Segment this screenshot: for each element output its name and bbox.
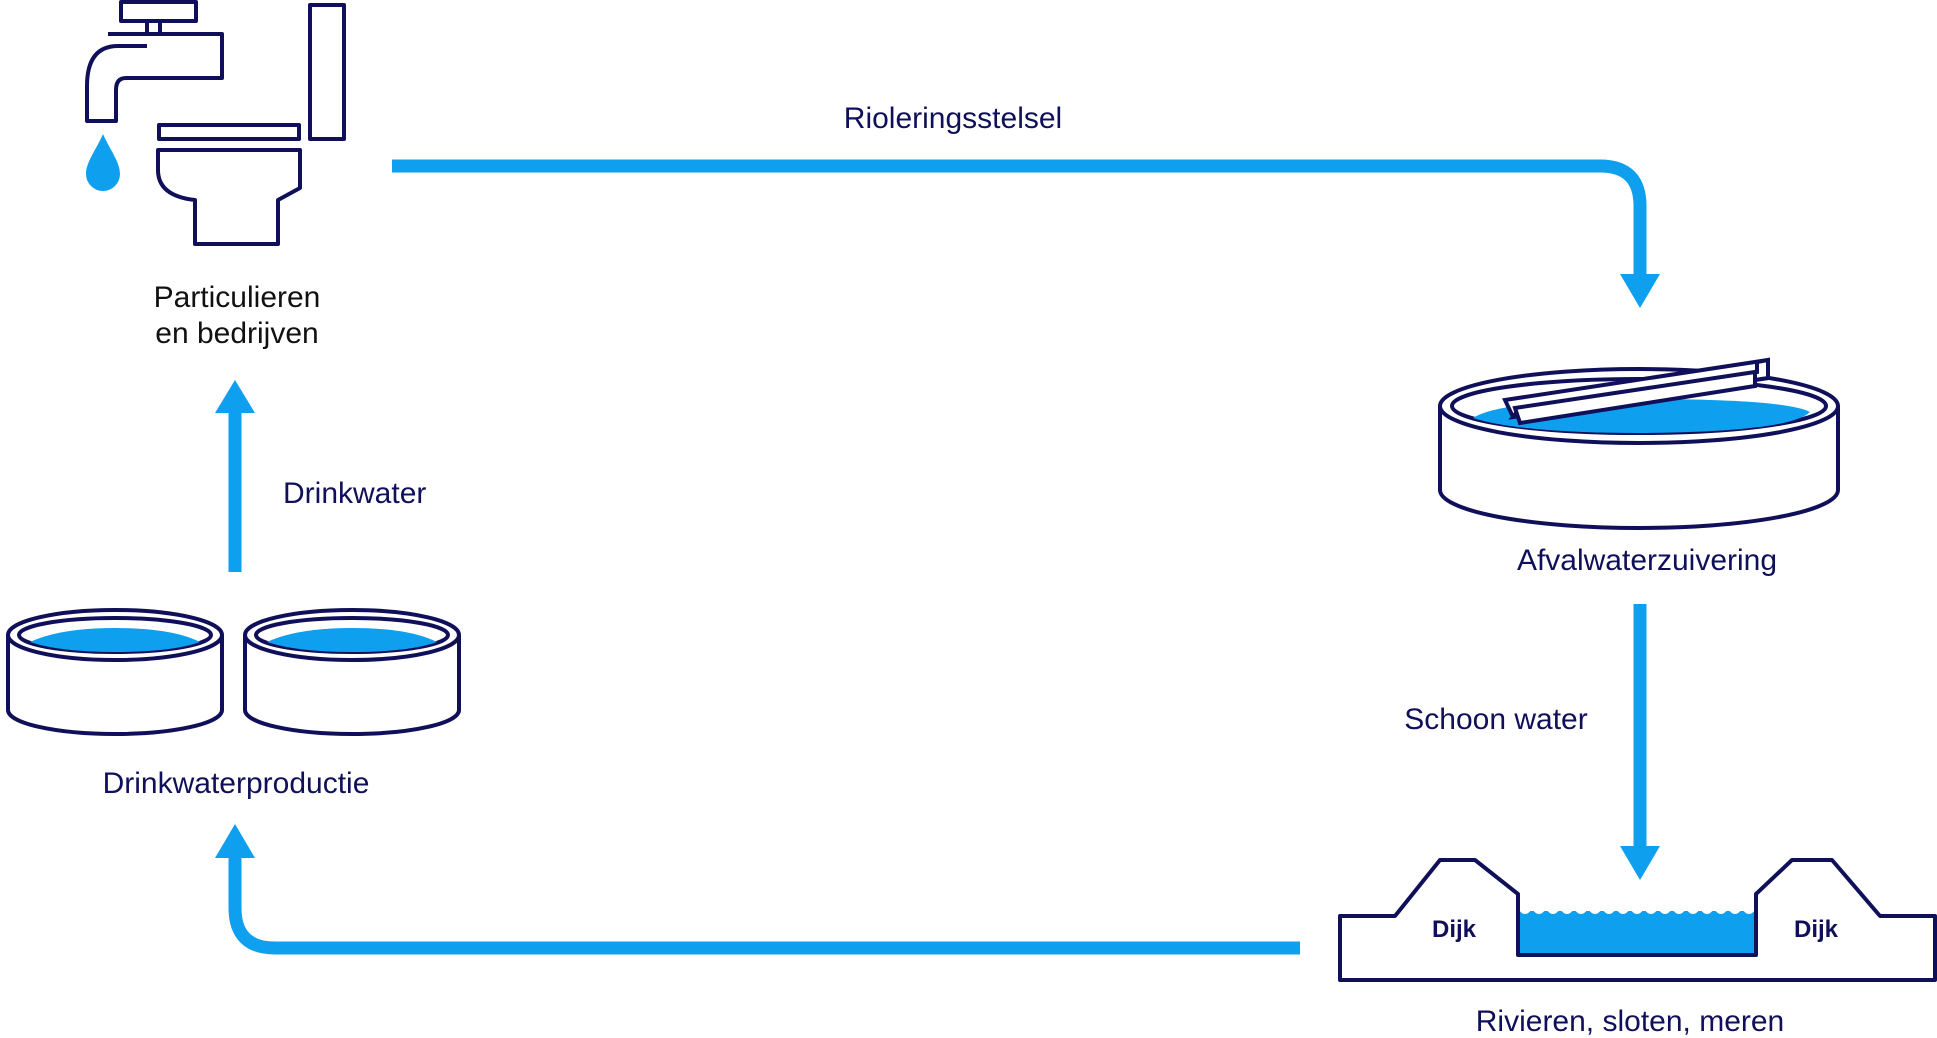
riolering-flow-arrow [392,159,1647,278]
dijk-left-label: Dijk [1432,916,1477,943]
particulieren-label-line1: Particulieren [154,281,321,314]
toilet-icon [156,3,346,246]
treatment-basin-icon [1438,357,1840,530]
riolering-arrowhead [1620,274,1660,308]
intake-arrowhead [215,824,255,858]
schoon-water-label: Schoon water [1404,703,1587,736]
rivieren-label: Rivieren, sloten, meren [1476,1005,1784,1038]
afvalwaterzuivering-label: Afvalwaterzuivering [1517,544,1777,577]
dijk-right-label: Dijk [1794,916,1839,943]
intake-flow-arrow [228,855,1300,955]
particulieren-label-line2: en bedrijven [155,317,318,350]
water-drop-icon [86,134,120,191]
reservoir-icon [6,608,224,736]
drinkwater-arrowhead [215,380,255,413]
schoon-water-arrowhead [1620,846,1660,880]
reservoir-icon [243,608,461,736]
drinkwater-label: Drinkwater [283,477,426,510]
drinkwaterproductie-label: Drinkwaterproductie [103,767,370,800]
river-dike-icon [1338,858,1937,982]
tap-icon [85,0,224,123]
riolering-label: Rioleringsstelsel [844,102,1062,135]
